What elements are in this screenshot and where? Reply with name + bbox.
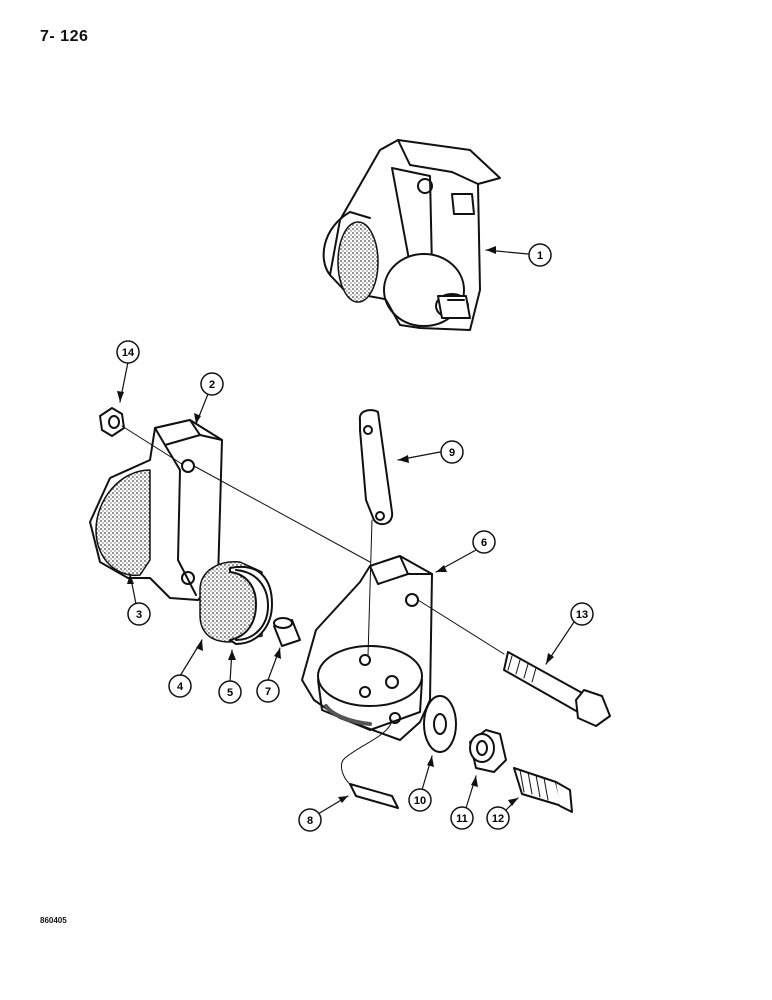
assembly-lines (121, 425, 505, 787)
callout-10: 10 (408, 788, 432, 812)
svg-text:5: 5 (227, 687, 233, 699)
long-bolt-part (503, 651, 611, 727)
caliper-housing-part (301, 555, 433, 741)
svg-text:2: 2 (209, 379, 215, 391)
figure-code: 860405 (40, 916, 67, 925)
callout-5: 5 (218, 680, 242, 704)
washer-part (423, 695, 457, 753)
caliper-assembly-part (322, 139, 501, 331)
arrowheads (117, 246, 554, 806)
dowel-part (273, 617, 301, 647)
callout-8: 8 (298, 808, 322, 832)
svg-text:8: 8 (307, 815, 313, 827)
callout-7: 7 (256, 679, 280, 703)
small-nut-part (99, 407, 125, 437)
svg-text:11: 11 (456, 813, 468, 825)
caliper-half-part (89, 419, 223, 601)
lining-pad-part (199, 561, 263, 643)
callout-14: 14 (116, 340, 140, 364)
callout-2: 2 (200, 372, 224, 396)
svg-text:14: 14 (122, 347, 135, 359)
svg-text:1: 1 (537, 250, 543, 262)
callout-11: 11 (450, 806, 474, 830)
bolt-part (513, 767, 573, 813)
link-part (358, 409, 394, 526)
callout-6: 6 (472, 530, 496, 554)
svg-text:7: 7 (265, 686, 271, 698)
svg-text:12: 12 (492, 813, 504, 825)
nut-part (469, 729, 507, 773)
pin-part (349, 783, 399, 809)
callout-4: 4 (168, 674, 192, 698)
svg-text:9: 9 (449, 447, 455, 459)
callout-13: 13 (570, 602, 594, 626)
callout-3: 3 (127, 602, 151, 626)
svg-text:6: 6 (481, 537, 487, 549)
page-number: 7- 126 (40, 28, 89, 45)
svg-text:4: 4 (177, 681, 184, 693)
callout-1: 1 (528, 243, 552, 267)
callout-9: 9 (440, 440, 464, 464)
svg-text:10: 10 (414, 795, 426, 807)
backing-plate-part (229, 565, 273, 645)
svg-text:13: 13 (576, 609, 588, 621)
callout-12: 12 (486, 806, 510, 830)
svg-text:3: 3 (136, 609, 142, 621)
